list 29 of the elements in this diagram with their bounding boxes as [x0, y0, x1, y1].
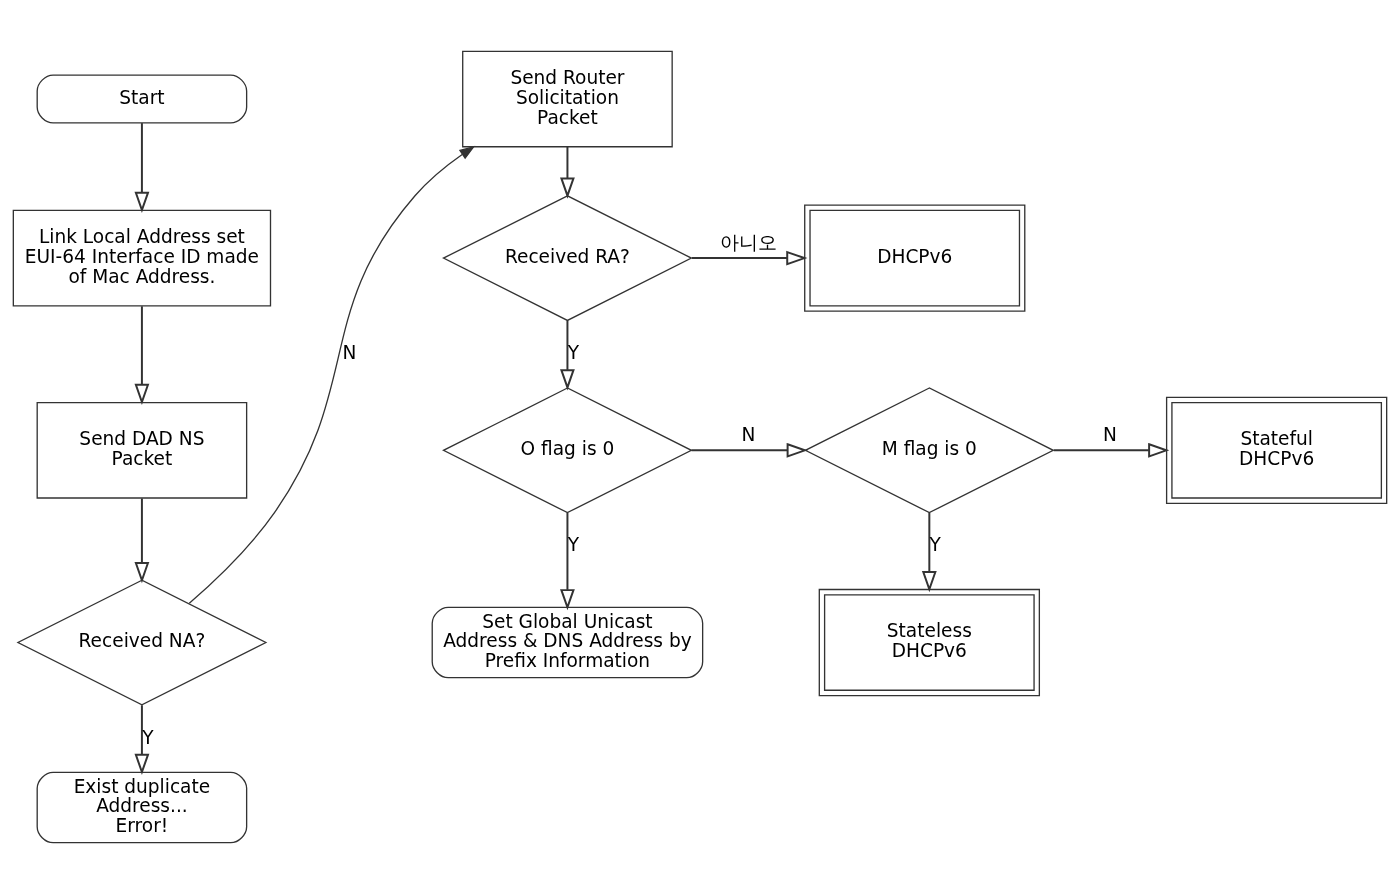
arrow [188, 145, 476, 604]
arrow [134, 304, 150, 405]
edge-label: N [741, 423, 756, 445]
node-diamond: O flag is 0 [442, 386, 693, 513]
node-box: Link Local Address set EUI-64 Interface ID made of Mac Address. [12, 209, 272, 306]
node-diamond: Received NA? [16, 578, 268, 706]
node-box: Set Global Unicast Address & DNS Address by Prefix Information [431, 606, 704, 678]
edge-label: Y [567, 341, 580, 363]
edge-label: N [342, 341, 357, 363]
node-diamond: M flag is 0 [803, 386, 1055, 513]
arrow [690, 442, 808, 458]
node-diamond: Received RA? [442, 194, 693, 321]
node-box: DHCPv6 [804, 203, 1026, 312]
arrow [560, 318, 575, 390]
arrow [134, 121, 150, 213]
node-box: Send DAD NS Packet [36, 401, 248, 499]
node-box: Exist duplicate Address... Error! [36, 771, 248, 843]
arrow [134, 497, 150, 583]
arrow [1052, 442, 1170, 458]
edge-label: 아니오 [719, 231, 777, 253]
edge-label: N [1103, 423, 1117, 445]
node-box: Send Router Solicitation Packet [462, 50, 673, 147]
node-box: Stateless DHCPv6 [818, 588, 1041, 696]
arrow [560, 511, 575, 610]
node-box: Start [36, 74, 248, 124]
edge-label: Y [567, 533, 580, 555]
node-box: Stateful DHCPv6 [1165, 396, 1388, 504]
arrow [690, 250, 808, 266]
arrow [560, 145, 575, 199]
